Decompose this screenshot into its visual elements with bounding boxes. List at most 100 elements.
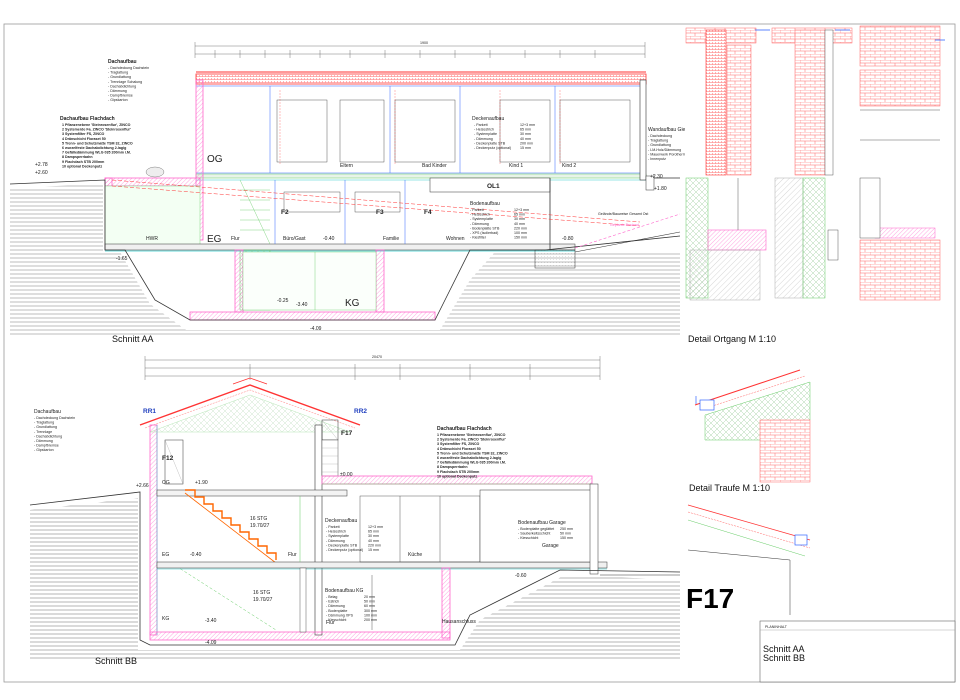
aaCeilLines-value: 65 mm xyxy=(520,128,531,132)
aaCeilLines-value: 15 mm xyxy=(520,146,531,150)
title-block-line-1: Schnitt AA xyxy=(763,644,805,654)
aa-level-2: +2.60 xyxy=(35,170,48,176)
aa-title: Schnitt AA xyxy=(112,334,154,344)
sheet-number: F17 xyxy=(686,583,734,614)
aaFlatLines-line: 1 Pflanzenebene 'Steinrosenflur', ZINCO xyxy=(62,123,131,127)
aaFlatLines-line: 8 Dampsperrbahn xyxy=(62,155,93,159)
bbCeilLines-line: - Deckenplatte STB xyxy=(326,543,358,547)
bb-room-kueche: Küche xyxy=(408,552,422,558)
aaFlatLines-line: 7 Gefälledämmung WLG 035 200mm i.M. xyxy=(62,151,131,155)
aa-floor-heading: Bodenaufbau xyxy=(470,201,500,207)
aa-wall-lines: - Dachdeckung- Traglattung- Grundlattung… xyxy=(648,134,686,161)
aaFloorLines-value: 65 mm xyxy=(514,213,525,217)
aaCeilLines-line: - Dämmung xyxy=(474,137,493,141)
bb-level-3: ±0.00 xyxy=(340,472,353,478)
bbCeilLines-line: - Dämmung xyxy=(326,539,345,543)
bbFlatLines-line: 2 Systemerde Fa. ZINCO 'Steinrosenflur' xyxy=(437,438,506,442)
bb-stair xyxy=(185,489,277,560)
bbGarageLines-value: 150 mm xyxy=(560,536,573,540)
bbFloorLines-line: - Bodenplatte xyxy=(326,609,347,613)
aaFlatLines-line: 2 Systemerde Fa. ZINCO 'Steinrosenflur' xyxy=(62,128,131,132)
aaCeilLines-line: - Deckenputz (optional) xyxy=(474,146,511,150)
bbRoofLines-line: - Trennlage xyxy=(34,430,52,434)
bbFloorLines-value: 100 mm xyxy=(364,613,377,617)
aaFloorLines-value: 12+3 mm xyxy=(514,208,529,212)
bbCeilLines-value: 40 mm xyxy=(368,539,379,543)
aa-top-dimension: 1900 xyxy=(420,41,428,45)
aa-level-6: -0.40 xyxy=(323,236,335,242)
bbFloorLines-line: - Kiesschicht xyxy=(326,618,346,622)
bbCeilLines-value: 220 mm xyxy=(368,543,381,547)
aaCeilLines-line: - Systemplatte xyxy=(474,132,497,136)
aaRoofLines-line: - Dampfbremse xyxy=(108,94,133,98)
bbFloorLines-line: - Belag xyxy=(326,595,337,599)
bbRoofLines-line: - Gipskarton xyxy=(34,448,54,452)
aa-room-familie: Familie xyxy=(383,236,399,242)
aa-ceiling-lines: - Parkett 12+3 mm - Heizestrich 65 mm - Syst… xyxy=(474,123,535,150)
bbFlatLines-line: 1 Pflanzenebene 'Steinrosenflur', ZINCO xyxy=(437,433,506,437)
aaWallLines-line: - Innenputz xyxy=(648,157,666,161)
aaFloorLines-line: - Kiesfilter xyxy=(470,236,487,240)
section-bb: 20470 16 STG 19.70/27 16 STG 19.70/ xyxy=(29,355,681,666)
aa-window-f3: F3 xyxy=(376,209,384,216)
aa-room-eltern: Eltern xyxy=(340,163,353,169)
bb-room-kg: KG xyxy=(162,616,169,622)
aa-room-hwr: HWR xyxy=(146,236,158,242)
aa-roof-buildup-lines: - Dachdeckung Dachstein- Traglattung- Gr… xyxy=(108,66,149,102)
bb-room-garage: Garage xyxy=(542,543,559,549)
bb-garage-heading: Bodenaufbau Garage xyxy=(518,520,566,526)
bbFlatLines-line: 7 Gefälledämmung WLG 035 200mm i.M. xyxy=(437,461,506,465)
bbCeilLines-line: - Parkett xyxy=(326,525,340,529)
bbFloorLines-value: 300 mm xyxy=(364,609,377,613)
bbRoofLines-line: - Dachabdichtung xyxy=(34,434,62,438)
bb-window-f12: F12 xyxy=(162,455,174,462)
bb-level-6: -3.40 xyxy=(205,618,217,624)
aa-annex-roof xyxy=(104,177,201,187)
title-block-heading: PLANINHALT xyxy=(765,625,788,629)
aaRoofLines-line: - Dämmung xyxy=(108,89,127,93)
aa-room-kind1: Kind 1 xyxy=(509,163,523,169)
aa-roof-buildup-heading: Dachaufbau xyxy=(108,59,137,65)
bb-flatroof-lines: 1 Pflanzenebene 'Steinrosenflur', ZINCO2… xyxy=(437,433,508,478)
bbFloorLines-value: 200 mm xyxy=(364,618,377,622)
bbGarageLines-line: - Kiesschicht xyxy=(518,536,538,540)
detail-traufe: Detail Traufe M 1:10 xyxy=(689,369,811,493)
bbGarageLines-line: - Sauberkeitsschicht xyxy=(518,532,550,536)
aaFloorLines-value: 220 mm xyxy=(514,226,527,230)
aaRoofLines-line: - Traglattung xyxy=(108,71,128,75)
aa-kg-slab xyxy=(189,311,436,321)
bb-top-dimension: 20470 xyxy=(372,355,382,359)
aa-level-3: +1.80 xyxy=(654,186,667,192)
bbRoofLines-line: - Traglattung xyxy=(34,421,54,425)
aaCeilLines-value: 200 mm xyxy=(520,141,533,145)
aaWallLines-line: - Grundlattung xyxy=(648,143,671,147)
bb-room-eg: EG xyxy=(162,552,169,558)
aaFlatLines-line: 6 wurzelfeste Dachabdichtung 2-lagig xyxy=(62,146,126,150)
bb-roof-buildup-heading: Dachaufbau xyxy=(34,409,61,415)
aa-room-bad: Bad Kinder xyxy=(422,163,447,169)
aaCeilLines-line: - Heizestrich xyxy=(474,128,494,132)
aaCeilLines-value: 12+3 mm xyxy=(520,123,535,127)
bbFloorLines-value: 50 mm xyxy=(364,600,375,604)
bbCeilLines-value: 12+3 mm xyxy=(368,525,383,529)
aaRoofLines-line: - Grundlattung xyxy=(108,75,131,79)
bb-room-hausanschluss: Hausanschluss xyxy=(442,619,476,625)
bbFloorLines-line: - Dämmung xyxy=(326,604,345,608)
bb-room-flur-kg: Flur xyxy=(326,620,335,626)
bbFloorLines-value: 60 mm xyxy=(364,604,375,608)
aaCeilLines-line: - Parkett xyxy=(474,123,488,127)
bbFlatLines-line: 8 Dampsperrbahn xyxy=(437,465,468,469)
bb-roof-buildup-lines: - Dachdeckung Dachstein- Traglattung- Gr… xyxy=(34,416,75,452)
traufe-roof-line xyxy=(694,369,801,406)
bb-level-4: -0.40 xyxy=(190,552,202,558)
bbFlatLines-line: 3 Systemfilter FS, ZINCO xyxy=(437,442,480,446)
bb-stair-note-4: 19.70/27 xyxy=(253,597,273,603)
bb-window-f17: F17 xyxy=(341,430,353,437)
aa-level-5: -1.65 xyxy=(116,256,128,262)
bbCeilLines-line: - Deckenputz (optional) xyxy=(326,548,363,552)
aa-flatroof-heading: Dachaufbau Flachdach xyxy=(60,116,115,122)
